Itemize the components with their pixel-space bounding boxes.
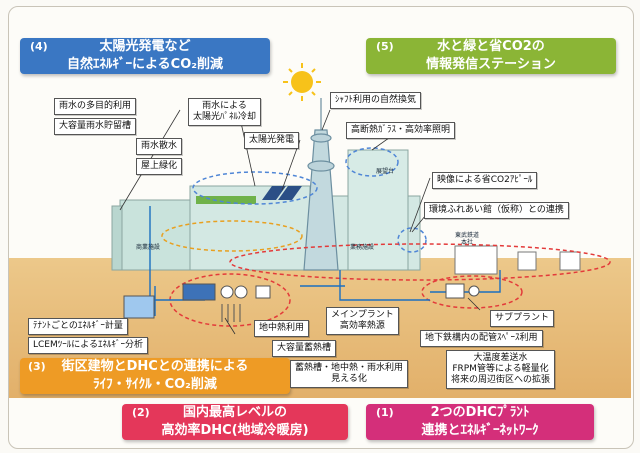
tobu-building — [454, 245, 581, 275]
label-tenant: ﾃﾅﾝﾄごとのｴﾈﾙｷﾞｰ計量 — [28, 318, 128, 335]
label-video-co2: 映像による省CO2ｱﾋﾟｰﾙ — [432, 172, 538, 189]
header-1: (1) 2つのDHCﾌﾟﾗﾝﾄ 連携とｴﾈﾙｷﾞｰﾈｯﾄﾜｰｸ — [366, 404, 594, 440]
video-ellipse — [397, 227, 427, 253]
header-5: (5) 水と緑と省CO2の 情報発信ステーション — [366, 38, 616, 74]
label-visualize: 蓄熱槽・地中熱・雨水利用 見える化 — [290, 360, 409, 388]
label-rain-sprinkle: 雨水散水 — [136, 138, 183, 155]
office-tag: 業務施設 — [350, 244, 375, 251]
header-3-line2: ﾗｲﾌ・ｻｲｸﾙ・CO₂削減 — [93, 377, 217, 392]
observatory-tag: 展望台 — [376, 168, 395, 175]
header-2-num: (2) — [132, 406, 150, 419]
label-lcem: LCEMﾂｰﾙによるｴﾈﾙｷﾞｰ分析 — [28, 337, 148, 354]
label-shaft-vent: ｼｬﾌﾄ利用の自然換気 — [330, 92, 422, 109]
label-env-link: 環境ふれあい館（仮称）との連携 — [424, 202, 569, 219]
label-rain-multi: 雨水の多目的利用 — [54, 98, 137, 115]
sun-icon — [283, 63, 321, 101]
label-roof-green: 屋上緑化 — [136, 158, 183, 175]
store-tag: 商業施設 — [136, 244, 161, 251]
label-solar-gen: 太陽光発電 — [244, 132, 300, 149]
geothermal-pipes — [221, 304, 241, 322]
building-right — [331, 149, 421, 271]
label-hi-glass: 高断熱ｶﾞﾗｽ・高効率照明 — [346, 122, 456, 139]
label-heat-storage: 大容量蓄熱槽 — [272, 340, 337, 357]
header-3: (3) 街区建物とDHCとの連携による ﾗｲﾌ・ｻｲｸﾙ・CO₂削減 — [20, 358, 290, 394]
header-2: (2) 国内最高レベルの 高効率DHC(地域冷暖房) — [122, 404, 348, 440]
solar-ellipse — [192, 171, 318, 205]
sub-plant-equipment — [445, 283, 480, 299]
header-4-line2: 自然ｴﾈﾙｷﾞｰによるCO₂削減 — [67, 57, 223, 72]
header-1-line2: 連携とｴﾈﾙｷﾞｰﾈｯﾄﾜｰｸ — [421, 423, 539, 438]
header-5-line2: 情報発信ステーション — [426, 57, 556, 72]
shaft-ellipse — [345, 147, 399, 177]
rain-tank-icon — [123, 295, 155, 319]
sub-plant-ellipse — [421, 275, 523, 309]
header-1-num: (1) — [376, 406, 394, 419]
label-geothermal: 地中熱利用 — [254, 320, 310, 337]
header-5-line1: 水と緑と省CO2の — [437, 39, 545, 54]
header-4-line1: 太陽光発電など — [99, 39, 191, 54]
sky-tree-tower — [303, 98, 339, 271]
header-3-line1: 街区建物とDHCとの連携による — [61, 359, 249, 374]
header-2-line2: 高効率DHC(地域冷暖房) — [161, 423, 309, 438]
header-4: (4) 太陽光発電など 自然ｴﾈﾙｷﾞｰによるCO₂削減 — [20, 38, 270, 74]
roof-garden — [196, 196, 256, 204]
label-sub-plant: サブプラント — [490, 310, 555, 327]
label-rain-tank: 大容量雨水貯留槽 — [54, 118, 137, 135]
header-4-num: (4) — [30, 40, 48, 53]
header-1-line1: 2つのDHCﾌﾟﾗﾝﾄ — [430, 405, 530, 420]
network-ellipse — [229, 243, 611, 281]
label-rain-solar: 雨水による 太陽光ﾊﾟﾈﾙ冷却 — [188, 98, 262, 126]
tobu-tag: 東武鉄道 本社 — [455, 232, 480, 246]
header-3-num: (3) — [28, 360, 46, 373]
solar-panel-icon — [262, 186, 302, 200]
main-plant-equipment — [182, 283, 271, 301]
label-large-temp: 大温度差送水 FRPM管等による軽量化 将来の周辺街区への拡張 — [446, 350, 556, 389]
header-5-num: (5) — [376, 40, 394, 53]
label-main-plant: メインプラント 高効率熱源 — [326, 307, 399, 335]
label-underground-space: 地下鉄構内の配管ｽﾍﾟｰｽ利用 — [420, 330, 543, 347]
store-ellipse — [161, 220, 303, 252]
header-2-line1: 国内最高レベルの — [182, 405, 287, 420]
